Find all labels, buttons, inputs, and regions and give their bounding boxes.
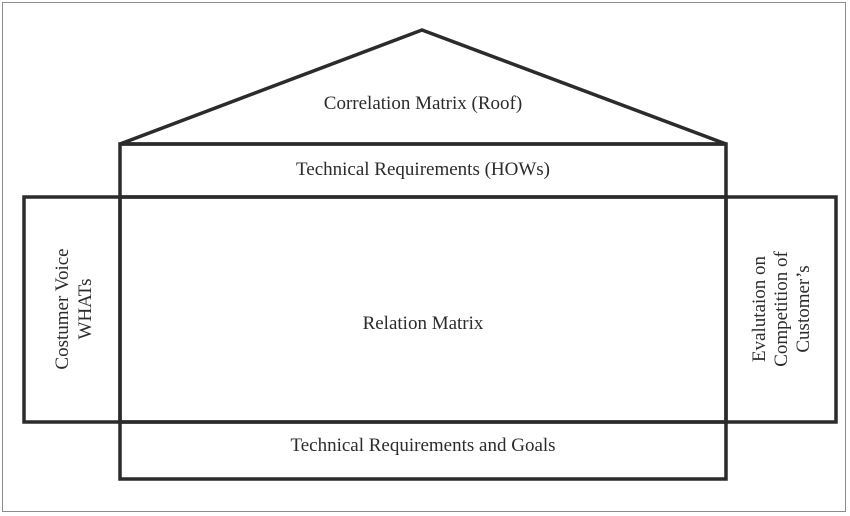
correlation-roof bbox=[119, 28, 727, 146]
goals-band bbox=[118, 420, 728, 481]
whats-column bbox=[22, 195, 122, 424]
evaluation-label-line1: Evalutaion on bbox=[749, 255, 770, 362]
goals-label: Technical Requirements and Goals bbox=[290, 435, 555, 456]
roof-label: Correlation Matrix (Roof) bbox=[324, 93, 522, 114]
evaluation-label-line2: Competition of bbox=[771, 251, 792, 367]
whats-label-line1: Costumer Voice bbox=[52, 248, 73, 369]
evaluation-label-line3: Customer’s bbox=[793, 265, 814, 352]
hows-label: Technical Requirements (HOWs) bbox=[296, 159, 550, 180]
whats-label: Costumer Voice WHATs bbox=[52, 248, 96, 369]
relation-matrix bbox=[118, 195, 728, 424]
evaluation-label: Evalutaion on Competition of Customer’s bbox=[749, 251, 814, 367]
relation-matrix-label: Relation Matrix bbox=[363, 313, 484, 334]
whats-label-line2: WHATs bbox=[75, 279, 96, 340]
evaluation-column bbox=[724, 195, 838, 424]
